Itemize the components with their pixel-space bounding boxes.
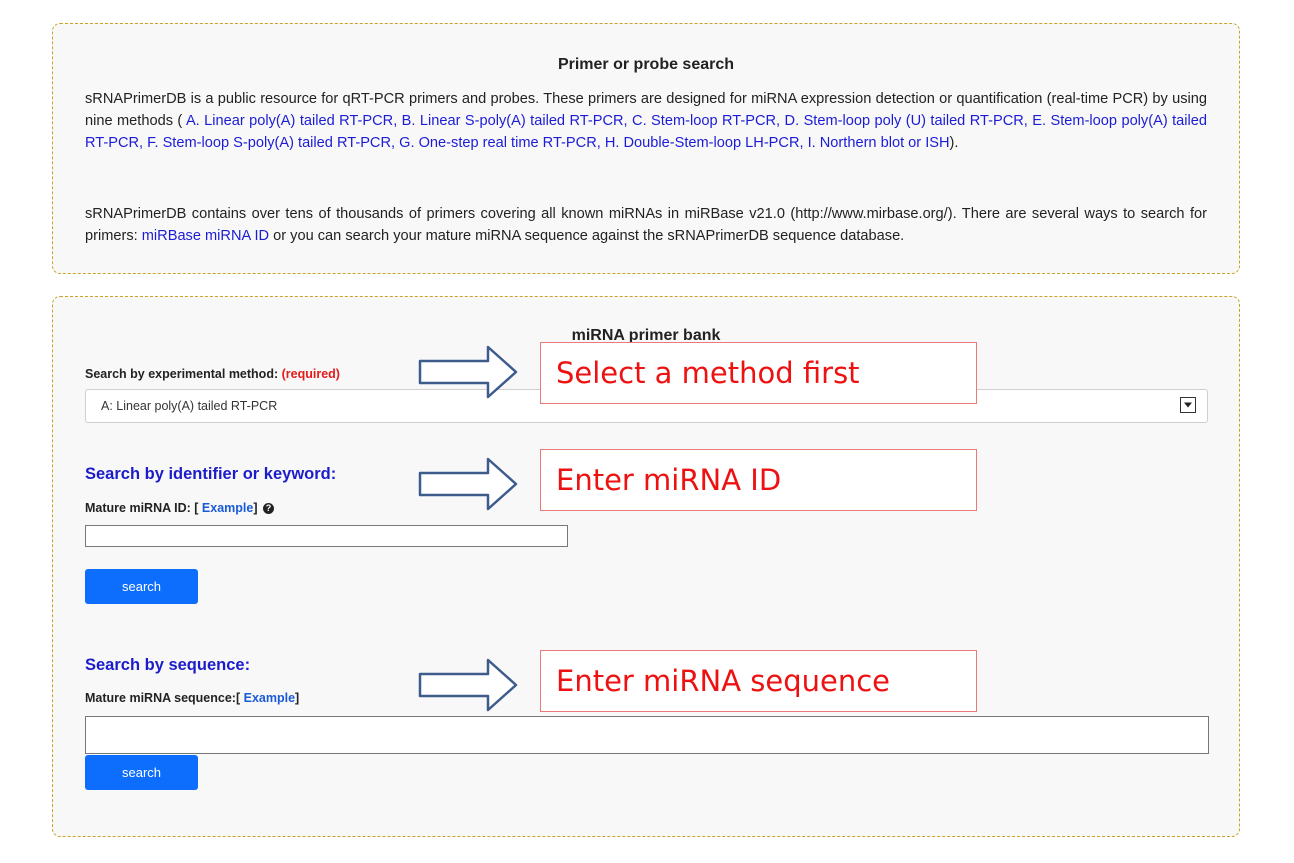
search-id-button[interactable]: search [85, 569, 198, 604]
intro-paragraph-2: sRNAPrimerDB contains over tens of thous… [85, 203, 1207, 247]
mature-id-label-text: Mature miRNA ID: [ [85, 501, 199, 515]
intro-panel: Primer or probe search sRNAPrimerDB is a… [52, 23, 1240, 274]
mature-sequence-label: Mature miRNA sequence:[ Example] [85, 691, 299, 705]
intro-paragraph-1: sRNAPrimerDB is a public resource for qR… [85, 88, 1207, 154]
chevron-down-icon[interactable] [1180, 397, 1196, 413]
callout-sequence-text: Enter miRNA sequence [556, 664, 891, 698]
intro-p1-end: ). [949, 135, 959, 151]
method-label-text: Search by experimental method: [85, 367, 279, 381]
methods-link[interactable]: A. Linear poly(A) tailed RT-PCR, B. Line… [85, 113, 1207, 151]
intro-title: Primer or probe search [557, 56, 735, 73]
mature-id-label: Mature miRNA ID: [ Example] ? [85, 501, 274, 515]
intro-p2-end: or you can search your mature miRNA sequ… [273, 228, 905, 244]
callout-sequence: Enter miRNA sequence [540, 650, 977, 712]
callout-id: Enter miRNA ID [540, 449, 977, 511]
method-selected-value: A: Linear poly(A) tailed RT-PCR [101, 399, 278, 413]
intro-p1-text: sRNAPrimerDB is a public resource for qR… [85, 91, 1207, 129]
search-sequence-button[interactable]: search [85, 755, 198, 790]
required-marker: (required) [281, 367, 340, 381]
mirna-sequence-input[interactable] [85, 716, 1209, 754]
id-example-link[interactable]: Example [201, 501, 254, 515]
mature-sequence-label-close: ] [295, 691, 300, 705]
callout-method: Select a method first [540, 342, 977, 404]
sequence-search-heading: Search by sequence: [85, 656, 251, 674]
mirna-id-input[interactable] [85, 525, 568, 547]
right-arrow-icon [418, 345, 518, 399]
mirbase-id-link[interactable]: miRBase miRNA ID [141, 228, 270, 244]
sequence-example-link[interactable]: Example [243, 691, 296, 705]
right-arrow-icon [418, 658, 518, 712]
id-search-heading: Search by identifier or keyword: [85, 465, 337, 483]
mature-id-label-close: ] [253, 501, 258, 515]
right-arrow-icon [418, 457, 518, 511]
method-select[interactable]: A: Linear poly(A) tailed RT-PCR [85, 389, 1208, 423]
callout-method-text: Select a method first [556, 356, 860, 390]
question-circle-icon[interactable]: ? [263, 503, 274, 514]
mature-sequence-label-text: Mature miRNA sequence:[ [85, 691, 241, 705]
callout-id-text: Enter miRNA ID [556, 463, 782, 497]
primer-bank-title: miRNA primer bank [571, 327, 721, 344]
method-label: Search by experimental method: (required… [85, 367, 340, 381]
intro-p2-text: sRNAPrimerDB contains over tens of thous… [85, 206, 1207, 244]
